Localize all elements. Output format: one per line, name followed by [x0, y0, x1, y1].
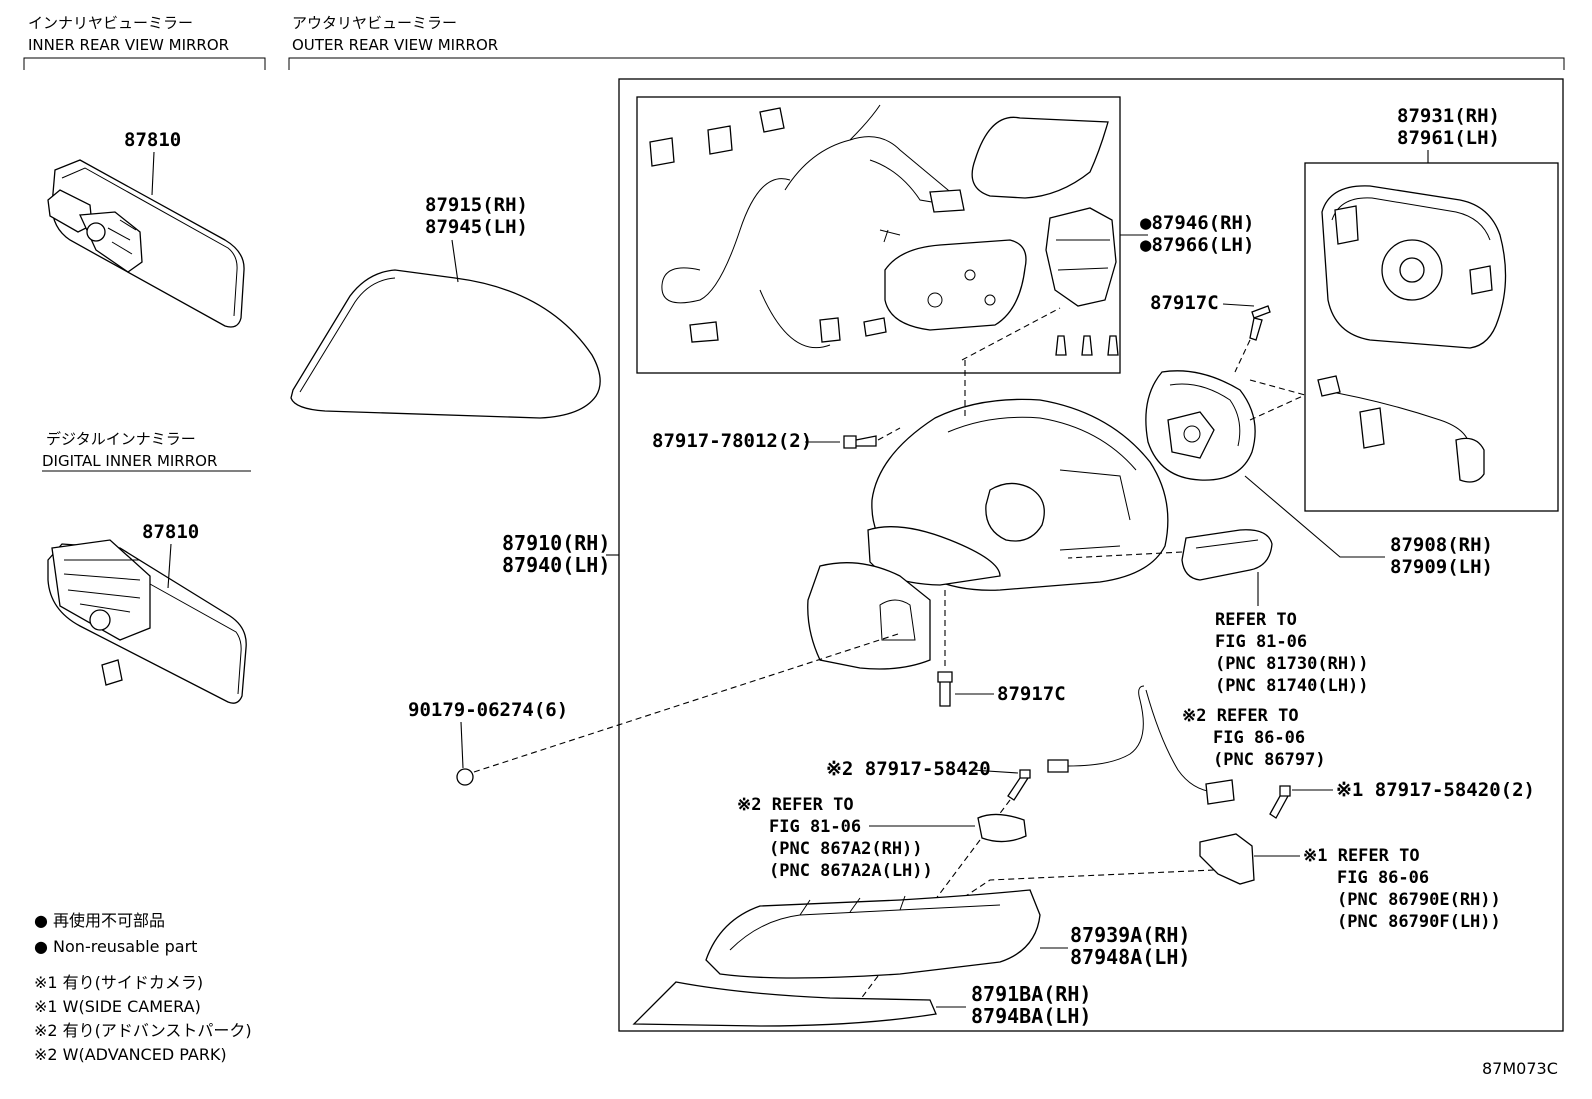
screw-bottom-drawing [937, 671, 953, 707]
clip-label: 90179-06274(6) [408, 699, 568, 721]
refer3-line4: (PNC 867A2A(LH)) [769, 861, 933, 881]
legend-line5: ※2 有り(アドバンストパーク) [34, 1021, 252, 1040]
refer-86790-block: ※1 REFER TO FIG 86-06 (PNC 86790E(RH)) (… [1303, 846, 1501, 932]
side-camera-dashline [883, 869, 1215, 951]
refer4-line3: (PNC 86790E(RH)) [1337, 890, 1501, 910]
refer4-line1: ※1 REFER TO [1303, 846, 1420, 866]
refer2-line1: ※2 REFER TO [1182, 706, 1299, 726]
glass-rh-label: 87931(RH) [1397, 105, 1500, 127]
refer1-line4: (PNC 81740(LH)) [1215, 676, 1369, 696]
screw-top-drawing [1249, 305, 1271, 341]
clip-dashline [473, 633, 899, 773]
screw-58420-label: ※2 87917-58420 [826, 758, 991, 780]
harness-rh-label: ●87946(RH) [1140, 212, 1254, 234]
garnish-lh-label: 8794BA(LH) [971, 1004, 1091, 1028]
side-camera-drawing [1199, 833, 1255, 885]
cover-lh-label: 87945(LH) [425, 216, 528, 238]
refer-86797-block: ※2 REFER TO FIG 86-06 (PNC 86797) [1182, 706, 1326, 770]
turn-signal-drawing [1181, 529, 1273, 581]
glass-lh-label: 87961(LH) [1397, 127, 1500, 149]
refer4-line4: (PNC 86790F(LH)) [1337, 912, 1501, 932]
legend-line3: ※1 有り(サイドカメラ) [34, 973, 203, 992]
refer4-line2: FIG 86-06 [1337, 868, 1429, 888]
inner-mirror-leader [151, 151, 155, 196]
cover-rh-label: 87915(RH) [425, 194, 528, 216]
lower-cover-drawing [705, 889, 1041, 979]
refer2-line3: (PNC 86797) [1213, 750, 1326, 770]
mirror-cover-drawing [290, 269, 601, 419]
clip-drawing [456, 768, 474, 786]
outer-mirror-header-en: OUTER REAR VIEW MIRROR [292, 36, 498, 54]
digital-mirror-header-en: DIGITAL INNER MIRROR [42, 452, 217, 470]
digital-mirror-header-jp: デジタルインナミラー [46, 430, 196, 448]
screw-78012-label: 87917-78012(2) [652, 430, 812, 452]
legend-line2: ● Non-reusable part [34, 937, 197, 956]
harness-kit-drawing [649, 104, 1119, 356]
actuator-lh-label: 87909(LH) [1390, 556, 1493, 578]
mirror-body-drawing [807, 398, 1169, 670]
refer-81730-block: REFER TO FIG 81-06 (PNC 81730(RH)) (PNC … [1215, 610, 1369, 696]
screw-58420-2-drawing [1269, 785, 1291, 819]
camera-harness-drawing [1047, 685, 1235, 805]
garnish-drawing [632, 981, 937, 1027]
inner-mirror-header-jp: インナリヤビューミラー [28, 14, 193, 32]
harness-to-body-dashline [961, 307, 1061, 416]
mirror-lh-label: 87940(LH) [502, 553, 610, 577]
refer1-line1: REFER TO [1215, 610, 1297, 630]
legend: ● 再使用不可部品 ● Non-reusable part ※1 有り(サイドカ… [34, 911, 252, 1064]
turn-signal-dashline [1067, 551, 1183, 559]
refer3-line3: (PNC 867A2(RH)) [769, 839, 923, 859]
legend-line4: ※1 W(SIDE CAMERA) [34, 997, 201, 1016]
refer3-line2: FIG 81-06 [769, 817, 861, 837]
screw-top-label: 87917C [1150, 292, 1219, 314]
sensor-867a2-drawing [977, 813, 1027, 843]
mirror-glass-drawing [1317, 185, 1507, 483]
screw-58420-2-label: ※1 87917-58420(2) [1336, 779, 1535, 801]
figure-code: 87M073C [1482, 1059, 1558, 1078]
outer-mirror-bracket [288, 57, 1565, 70]
screw-top-leader [1222, 303, 1255, 307]
refer1-line2: FIG 81-06 [1215, 632, 1307, 652]
digital-mirror-leader [167, 543, 172, 589]
legend-line1: ● 再使用不可部品 [34, 911, 165, 930]
actuator-drawing [1145, 370, 1256, 481]
mirror-glass-box [1304, 162, 1559, 512]
refer1-line3: (PNC 81730(RH)) [1215, 654, 1369, 674]
harness-lh-label: ●87966(LH) [1140, 234, 1254, 256]
actuator-rh-label: 87908(RH) [1390, 534, 1493, 556]
legend-line6: ※2 W(ADVANCED PARK) [34, 1045, 227, 1064]
mirror-rh-label: 87910(RH) [502, 531, 610, 555]
screw-58420-drawing [1007, 769, 1031, 801]
refer3-line1: ※2 REFER TO [737, 795, 854, 815]
inner-mirror-header-en: INNER REAR VIEW MIRROR [28, 36, 229, 54]
refer-867a2-block: ※2 REFER TO FIG 81-06 (PNC 867A2(RH)) (P… [737, 795, 933, 881]
inner-mirror-label: 87810 [124, 129, 181, 151]
lower-cover-lh-label: 87948A(LH) [1070, 945, 1190, 969]
refer2-line2: FIG 86-06 [1213, 728, 1305, 748]
screw-78012-dashline [877, 427, 901, 441]
inner-mirror-drawing [47, 159, 245, 328]
lower-cover-rh-label: 87939A(RH) [1070, 923, 1190, 947]
digital-mirror-drawing [47, 539, 247, 704]
garnish-rh-label: 8791BA(RH) [971, 982, 1091, 1006]
actuator-leader [1244, 475, 1385, 558]
outer-mirror-header-jp: アウタリヤビューミラー [292, 14, 457, 32]
screw-58420-leader [971, 769, 1019, 774]
cover-leader [451, 239, 459, 283]
digital-mirror-label: 87810 [142, 521, 199, 543]
screw-78012-drawing [843, 435, 877, 449]
actuator-glass-dashlines [1249, 379, 1306, 421]
screw-bottom-label: 87917C [997, 683, 1066, 705]
screw-top-dashline [1234, 339, 1251, 373]
clip-leader [460, 721, 464, 769]
inner-mirror-bracket [23, 57, 266, 70]
